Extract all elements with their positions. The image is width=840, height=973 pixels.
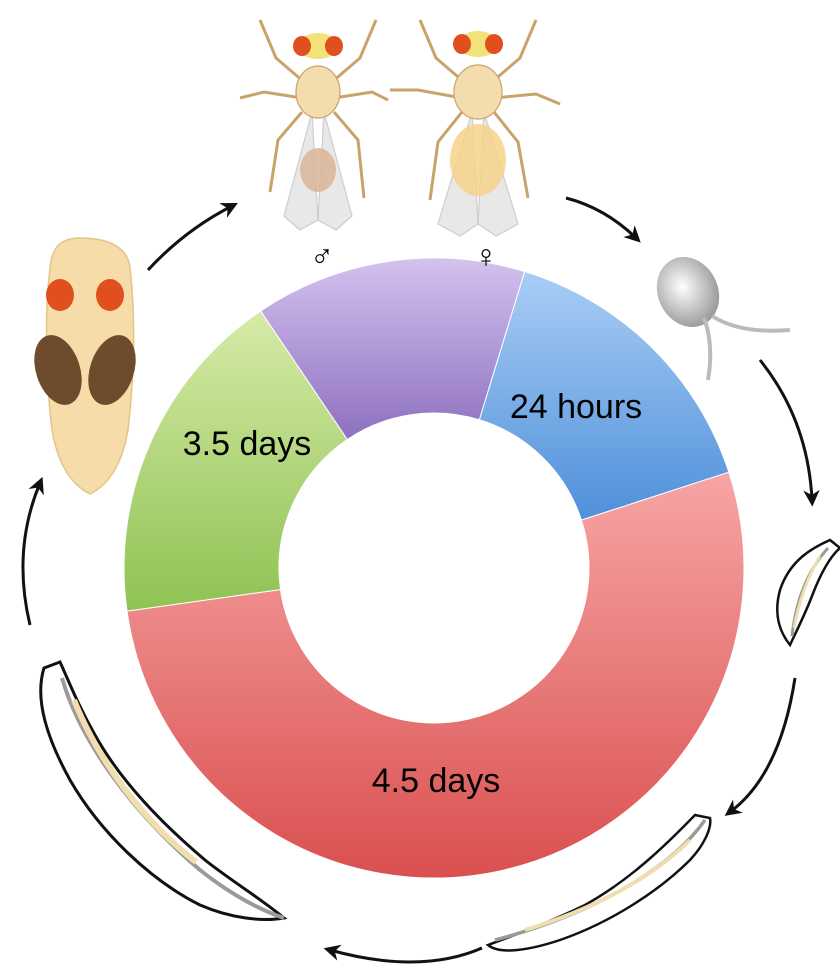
pupa-duration-label: 3.5 days	[183, 425, 312, 463]
donut-chart: 24 hours 4.5 days 3.5 days	[124, 258, 744, 878]
arrow-l2-to-l3	[330, 948, 482, 962]
adult-female-fly-icon	[390, 20, 560, 236]
pupa-icon	[26, 238, 144, 494]
arrow-adult-to-egg	[566, 198, 636, 238]
larva-duration-label: 4.5 days	[372, 762, 501, 800]
embryo-duration-label: 24 hours	[510, 388, 642, 426]
egg-icon	[646, 247, 790, 380]
arrow-pupa-to-adult	[148, 206, 232, 270]
first-instar-larva-icon	[777, 540, 840, 645]
adult-male-fly-icon	[240, 20, 388, 230]
arrow-l1-to-l2	[730, 678, 795, 812]
male-symbol: ♂	[310, 238, 334, 274]
arrow-egg-to-l1	[760, 360, 812, 500]
arrow-l3-to-pupa	[23, 483, 40, 625]
female-symbol: ♀	[474, 238, 498, 274]
